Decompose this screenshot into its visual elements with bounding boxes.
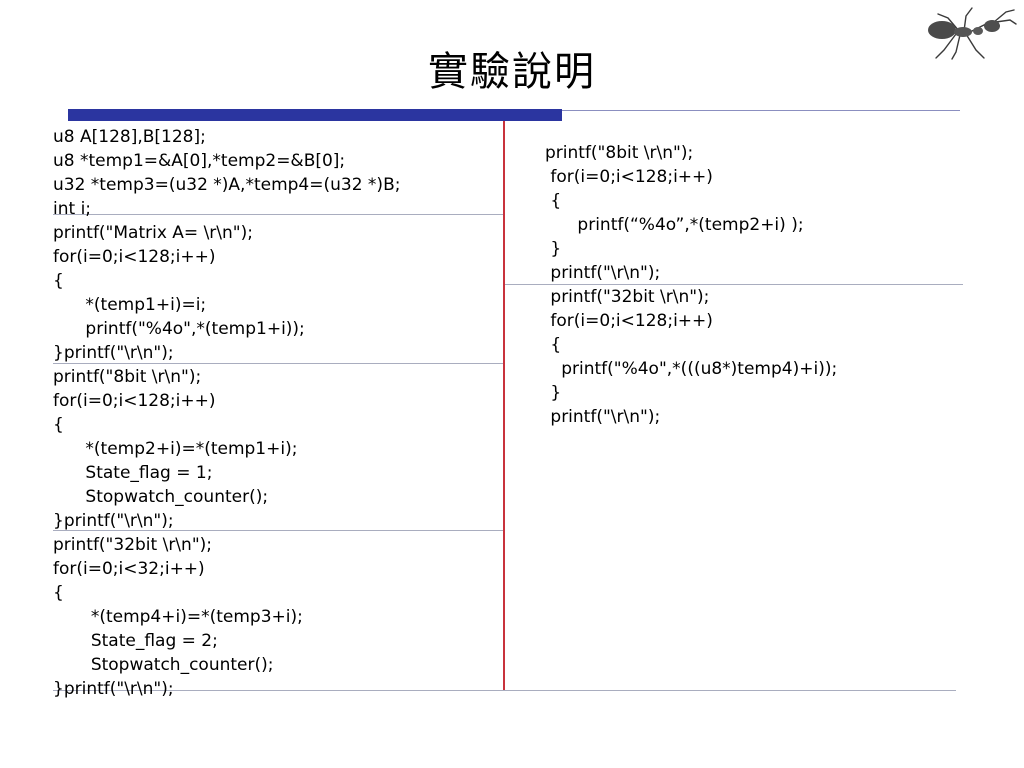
code-line: printf("32bit \r\n"); [545,287,710,307]
code-line: *(temp1+i)=i; [53,295,207,315]
code-line: { [53,583,64,603]
code-line: { [53,415,64,435]
left-row-divider [53,214,503,215]
ant-icon [928,7,1017,60]
code-line: for(i=0;i<128;i++) [545,167,713,187]
left-row-divider [53,530,503,531]
left-row-divider [53,363,503,364]
code-line: { [545,191,562,211]
code-line: u32 *temp3=(u32 *)A,*temp4=(u32 *)B; [53,175,401,195]
title-underline-bar [68,109,562,121]
code-line: printf("\r\n"); [545,407,661,427]
code-line: printf(“%4o”,*(temp2+i) ); [545,215,804,235]
code-line: for(i=0;i<128;i++) [545,311,713,331]
code-line: u8 *temp1=&A[0],*temp2=&B[0]; [53,151,346,171]
code-line: printf("\r\n"); [545,263,661,283]
title-underline-thin [562,110,960,111]
code-line: { [53,271,64,291]
code-line: int i; [53,199,92,219]
code-line: }printf("\r\n"); [53,679,174,699]
code-line: for(i=0;i<128;i++) [53,391,216,411]
code-line: { [545,335,562,355]
code-line: printf("%4o",*(temp1+i)); [53,319,305,339]
bottom-row-divider [53,690,956,691]
code-line: State_flag = 2; [53,631,218,651]
code-line: }printf("\r\n"); [53,343,174,363]
code-line: } [545,383,562,403]
code-line: printf("8bit \r\n"); [545,143,694,163]
code-line: printf("%4o",*(((u8*)temp4)+i)); [545,359,838,379]
code-line: } [545,239,562,259]
code-line: printf("8bit \r\n"); [53,367,202,387]
code-line: Stopwatch_counter(); [53,487,269,507]
right-row-divider [505,284,963,285]
slide-title: 實驗說明 [428,49,596,95]
code-line: u8 A[128],B[128]; [53,127,206,147]
code-line: State_flag = 1; [53,463,213,483]
code-line: for(i=0;i<32;i++) [53,559,205,579]
code-line: }printf("\r\n"); [53,511,174,531]
code-line: Stopwatch_counter(); [53,655,274,675]
code-line: printf("Matrix A= \r\n"); [53,223,253,243]
left-code-block: u8 A[128],B[128]; u8 *temp1=&A[0],*temp2… [53,125,400,701]
code-line: *(temp4+i)=*(temp3+i); [53,607,303,627]
column-divider [503,121,505,690]
right-code-block: printf("8bit \r\n"); for(i=0;i<128;i++) … [545,141,837,429]
code-line: printf("32bit \r\n"); [53,535,212,555]
code-line: for(i=0;i<128;i++) [53,247,216,267]
code-line: *(temp2+i)=*(temp1+i); [53,439,298,459]
